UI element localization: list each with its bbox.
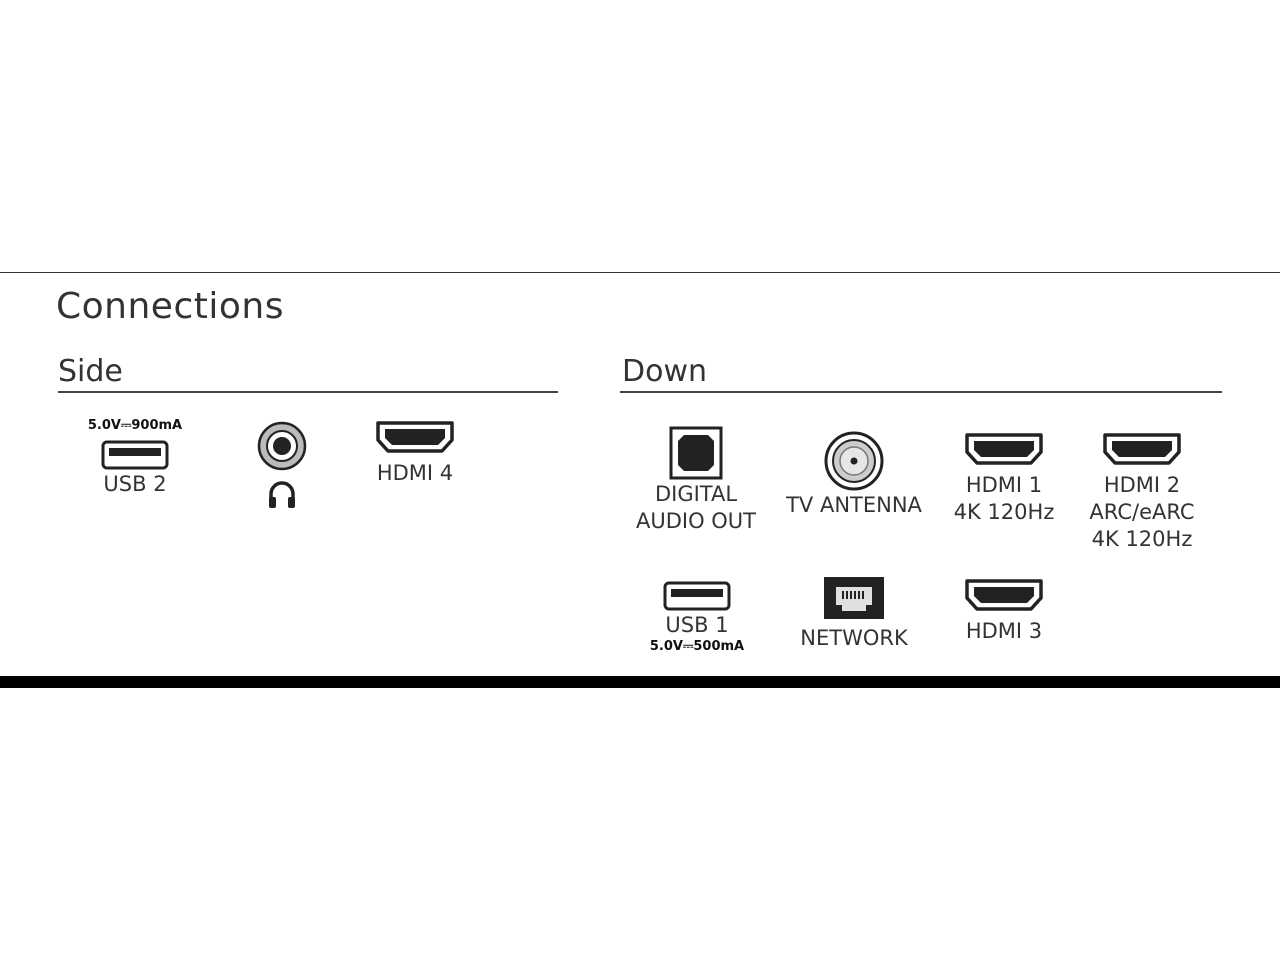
port-hdmi1: HDMI 1 4K 120Hz xyxy=(944,432,1064,526)
down-heading: Down xyxy=(622,354,708,389)
hdmi-icon xyxy=(376,421,454,453)
port-network: NETWORK xyxy=(790,575,918,652)
side-heading: Side xyxy=(58,354,123,389)
hdmi3-label: HDMI 3 xyxy=(965,619,1043,643)
optical-icon xyxy=(669,426,723,480)
audio-jack-icon xyxy=(257,421,307,471)
hdmi-icon xyxy=(965,579,1043,611)
hdmi4-label: HDMI 4 xyxy=(376,461,454,485)
port-headphone xyxy=(250,420,314,510)
coax-icon xyxy=(824,431,884,491)
port-tv-antenna: TV ANTENNA xyxy=(780,430,928,519)
port-hdmi3: HDMI 3 xyxy=(944,578,1064,645)
bottom-border xyxy=(0,676,1280,688)
hdmi-icon xyxy=(1103,433,1181,465)
usb1-label: USB 1 xyxy=(665,613,729,637)
hdmi-icon xyxy=(965,433,1043,465)
top-divider xyxy=(0,272,1280,273)
network-label: NETWORK xyxy=(800,626,908,650)
usb2-label: USB 2 xyxy=(103,472,167,496)
port-usb1: USB 1 5.0V⎓500mA xyxy=(632,580,762,654)
side-divider xyxy=(58,391,558,393)
port-hdmi4: HDMI 4 xyxy=(360,420,470,487)
port-usb2: 5.0V⎓900mA USB 2 xyxy=(60,418,210,498)
hdmi2-label: HDMI 2 ARC/eARC 4K 120Hz xyxy=(1089,473,1195,551)
page-title: Connections xyxy=(56,286,284,327)
usb-a-icon xyxy=(663,581,731,611)
port-hdmi2: HDMI 2 ARC/eARC 4K 120Hz xyxy=(1078,432,1206,553)
headphone-icon xyxy=(269,481,295,508)
usb2-rating: 5.0V⎓900mA xyxy=(87,418,183,433)
usb-a-icon xyxy=(101,440,169,470)
usb1-rating: 5.0V⎓500mA xyxy=(649,639,745,654)
ethernet-icon xyxy=(824,577,884,619)
tv-antenna-label: TV ANTENNA xyxy=(786,493,922,517)
hdmi1-label: HDMI 1 4K 120Hz xyxy=(953,473,1055,524)
down-divider xyxy=(620,391,1222,393)
digital-audio-out-label: DIGITAL AUDIO OUT xyxy=(635,482,757,533)
port-digital-audio-out: DIGITAL AUDIO OUT xyxy=(626,425,766,535)
